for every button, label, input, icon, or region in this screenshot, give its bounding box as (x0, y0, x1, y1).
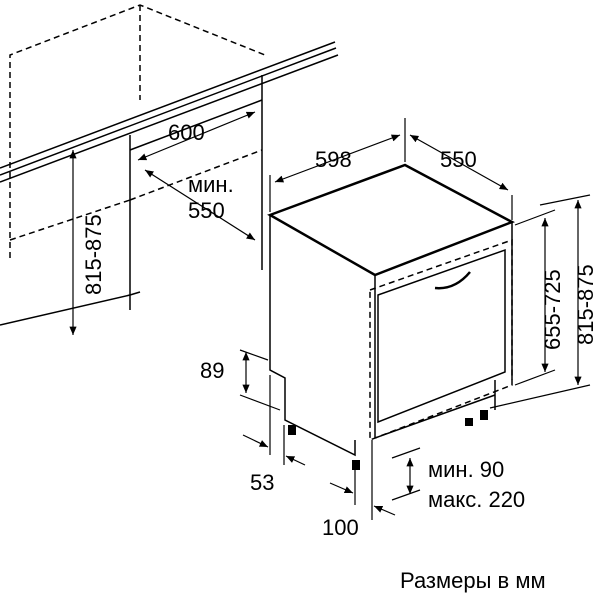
total-height-label: 815-875 (573, 264, 598, 345)
foot-icon (465, 418, 473, 426)
foot-offset-label: 100 (322, 515, 359, 540)
width-598-label: 598 (315, 147, 352, 172)
niche-height-label: 815-875 (81, 214, 106, 295)
depth-550-label: 550 (440, 147, 477, 172)
plinth-height-label: 89 (200, 358, 224, 383)
door-outline (369, 238, 513, 442)
dishwasher-top (267, 163, 515, 277)
kitchen-niche: 600 мин. 550 815-875 (0, 4, 339, 335)
door-panel (377, 248, 506, 424)
countertop-bottom-edge (0, 54, 339, 183)
plinth-offset-label: 53 (250, 470, 274, 495)
dishwasher-dimensions: 598 550 655-725 815-875 89 53 100 мин. 9… (200, 118, 598, 540)
niche-width-label: 600 (168, 120, 205, 145)
foot-icon (288, 425, 296, 435)
door-height-label: 655-725 (540, 269, 565, 350)
units-caption: Размеры в мм (400, 568, 546, 593)
countertop-top-edge (0, 41, 336, 169)
niche-depth-min-label: мин. (188, 172, 234, 197)
door-handle (434, 271, 471, 290)
dishwasher (267, 163, 515, 470)
niche-depth-value-label: 550 (188, 198, 225, 223)
foot-max-label: макс. 220 (428, 487, 525, 512)
foot-min-label: мин. 90 (428, 457, 504, 482)
foot-icon (480, 410, 488, 420)
foot-icon (352, 460, 360, 470)
